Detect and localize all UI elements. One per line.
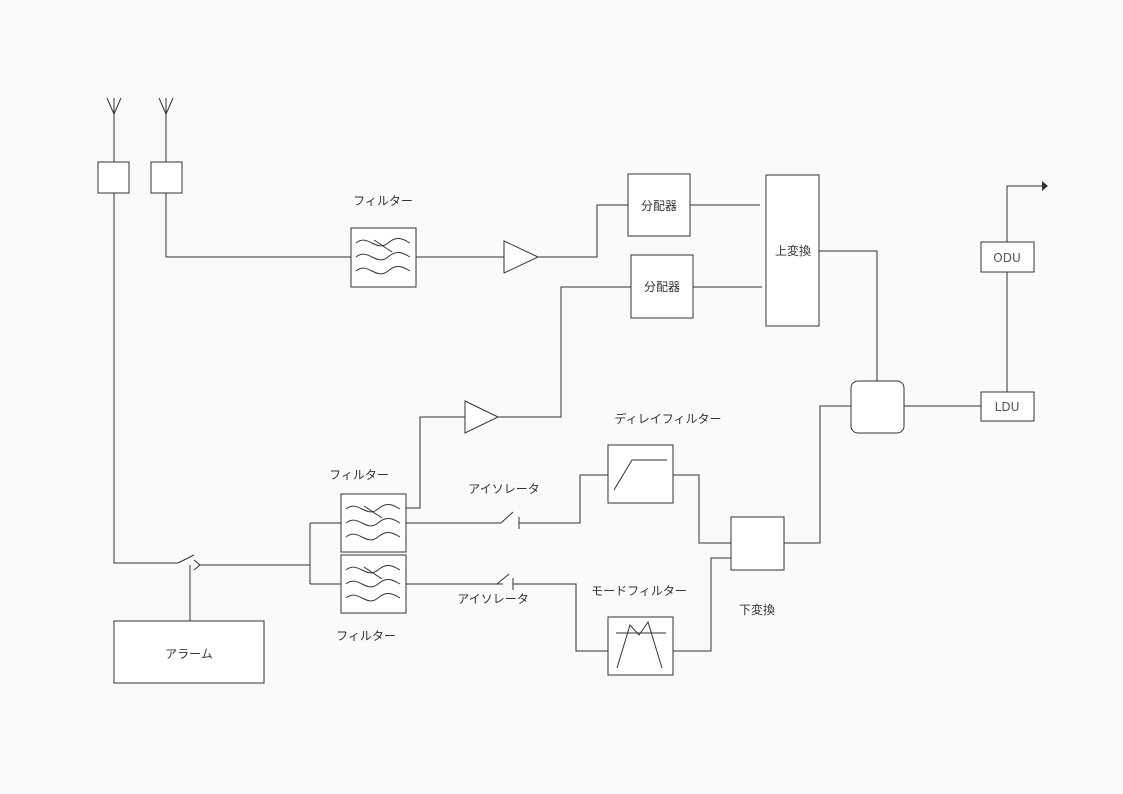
mode-filter-label: モードフィルター — [591, 584, 687, 598]
amplifier-top-icon — [503, 240, 540, 274]
upconverter-label: 上変換 — [775, 243, 811, 258]
filter-top — [350, 227, 417, 288]
output-arrow-icon — [1042, 181, 1048, 191]
delay-filter — [607, 444, 674, 504]
isolator-2-icon — [491, 573, 514, 590]
filter-wave-icon — [345, 565, 401, 602]
odu-box — [980, 241, 1035, 273]
delay-filter-label: ディレイフィルター — [615, 411, 722, 426]
odu-label: ODU — [993, 251, 1020, 265]
filter-top-label: フィルター — [353, 194, 413, 208]
antenna-right-icon — [158, 97, 174, 162]
filter-wave-icon — [355, 238, 411, 275]
alarm-label: アラーム — [165, 647, 213, 661]
filter-bottom-label: フィルター — [336, 629, 396, 643]
mode-filter — [607, 616, 674, 676]
antenna-port-left — [97, 161, 130, 194]
filter-wave-icon — [345, 504, 401, 541]
splitter-2-label: 分配器 — [644, 280, 680, 294]
antenna-port-right — [150, 161, 183, 194]
filter-mid — [340, 493, 407, 553]
isolator-1-label: アイソレータ — [468, 482, 539, 496]
mode-filter-response-icon — [616, 620, 666, 669]
splitter-1 — [627, 173, 691, 237]
isolator-2-label: アイソレータ — [457, 592, 528, 606]
connections — [113, 185, 1042, 652]
ldu-box — [980, 391, 1035, 422]
filter-bottom — [340, 554, 407, 614]
alarm-box — [113, 620, 265, 684]
downconverter — [730, 516, 785, 571]
combiner — [850, 380, 905, 434]
amplifier-bottom-icon — [464, 400, 500, 434]
switch-icon — [160, 554, 201, 571]
delay-filter-response-icon — [613, 459, 667, 491]
downconverter-label: 下変換 — [739, 602, 775, 617]
ldu-label: LDU — [995, 400, 1020, 414]
splitter-2 — [630, 254, 694, 319]
splitter-1-label: 分配器 — [641, 199, 677, 213]
isolator-1-icon — [471, 511, 520, 529]
upconverter — [765, 174, 820, 327]
filter-mid-label: フィルター — [329, 468, 389, 482]
antenna-left-icon — [106, 97, 122, 162]
